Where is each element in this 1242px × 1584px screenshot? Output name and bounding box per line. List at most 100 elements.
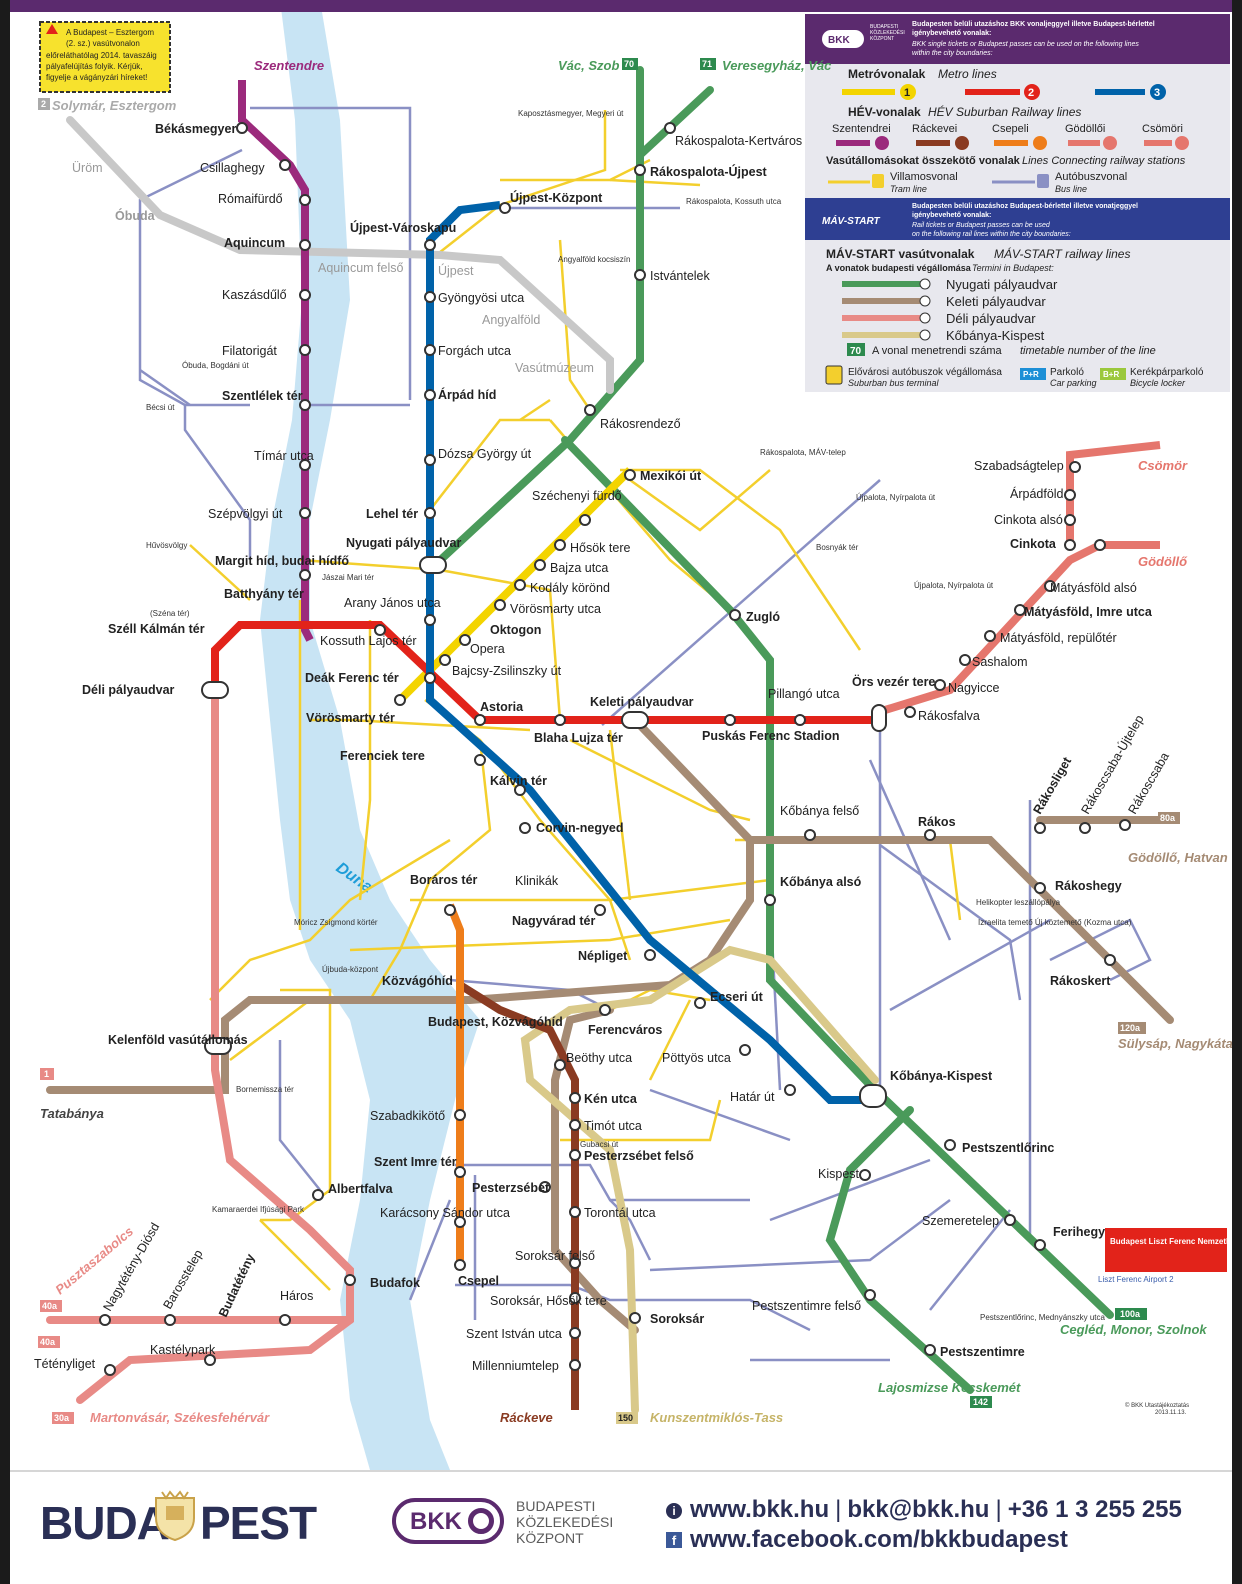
svg-text:within the city boundaries:: within the city boundaries: xyxy=(912,50,993,57)
svg-text:Pöttyös utca: Pöttyös utca xyxy=(662,1051,731,1065)
svg-text:Szentlélek tér: Szentlélek tér xyxy=(222,389,303,403)
svg-text:Rómaifürdő: Rómaifürdő xyxy=(218,192,283,206)
svg-text:Kelenföld vasútállomás: Kelenföld vasútállomás xyxy=(108,1033,248,1047)
station-dots xyxy=(99,122,1131,1376)
svg-text:Pillangó utca: Pillangó utca xyxy=(768,687,840,701)
svg-text:Zugló: Zugló xyxy=(746,610,780,624)
svg-text:Tatabánya: Tatabánya xyxy=(40,1106,104,1121)
svg-text:Nyugati pályaudvar: Nyugati pályaudvar xyxy=(946,277,1058,292)
svg-text:Kálvin tér: Kálvin tér xyxy=(490,774,547,788)
svg-text:előreláthatólag 2014. tavaszái: előreláthatólag 2014. tavaszáig xyxy=(46,51,157,60)
svg-text:Vörösmarty tér: Vörösmarty tér xyxy=(306,711,395,725)
bkk-ring-icon xyxy=(468,1508,494,1534)
svg-text:80a: 80a xyxy=(1160,813,1176,823)
svg-text:Dózsa György út: Dózsa György út xyxy=(438,447,532,461)
extra-labels: Kaposztásmegyer, Megyeri út Rákospalota,… xyxy=(146,109,1174,1322)
svg-text:Nyugati pályaudvar: Nyugati pályaudvar xyxy=(346,536,461,550)
svg-text:Kossuth Lajos tér: Kossuth Lajos tér xyxy=(320,634,417,648)
svg-text:1: 1 xyxy=(904,87,910,99)
budapest-logo-left: BUDA xyxy=(40,1497,170,1549)
svg-text:100a: 100a xyxy=(1120,1309,1141,1319)
svg-text:Békásmegyer: Békásmegyer xyxy=(155,122,236,136)
svg-text:BKK single tickets or Budapest: BKK single tickets or Budapest passes ca… xyxy=(912,41,1139,48)
svg-text:150: 150 xyxy=(618,1413,633,1423)
svg-text:Gödöllői: Gödöllői xyxy=(1065,123,1105,135)
svg-text:Szentendre: Szentendre xyxy=(254,58,324,73)
svg-text:Metróvonalak: Metróvonalak xyxy=(848,67,926,81)
svg-text:B+R: B+R xyxy=(1103,370,1119,379)
facebook-link[interactable]: www.facebook.com/bkkbudapest xyxy=(690,1526,1068,1553)
svg-text:(Széna tér): (Széna tér) xyxy=(150,609,190,618)
svg-text:Hűvösvölgy: Hűvösvölgy xyxy=(146,541,187,550)
svg-text:Déli pályaudvar: Déli pályaudvar xyxy=(82,683,175,697)
svg-text:Soroksár, Hősök tere: Soroksár, Hősök tere xyxy=(490,1294,607,1308)
svg-text:Bécsi út: Bécsi út xyxy=(146,403,175,412)
transit-map: Duna xyxy=(34,0,1232,1470)
svg-text:Háros: Háros xyxy=(280,1289,313,1303)
svg-text:Újpest-Központ: Újpest-Központ xyxy=(510,190,603,205)
svg-text:Bicycle locker: Bicycle locker xyxy=(1130,378,1186,388)
svg-text:Rail tickets or Budapest passe: Rail tickets or Budapest passes can be u… xyxy=(912,222,1051,229)
svg-text:Margit híd, budai hídfő: Margit híd, budai hídfő xyxy=(215,554,349,568)
svg-text:Vörösmarty utca: Vörösmarty utca xyxy=(510,602,601,616)
svg-text:Cinkota alsó: Cinkota alsó xyxy=(994,513,1063,527)
svg-text:Szabadságtelep: Szabadságtelep xyxy=(974,459,1064,473)
legend-mav-logo: MÁV-START xyxy=(822,214,880,227)
svg-text:Cegléd, Monor, Szolnok: Cegléd, Monor, Szolnok xyxy=(1060,1322,1207,1337)
svg-text:Solymár, Esztergom: Solymár, Esztergom xyxy=(52,98,177,113)
legend-bkk-logo: BKK xyxy=(828,35,850,46)
svg-text:120a: 120a xyxy=(1120,1023,1141,1033)
svg-text:KÖZPONT: KÖZPONT xyxy=(870,35,894,42)
svg-text:igénybevehető vonalak:: igénybevehető vonalak: xyxy=(912,212,991,219)
svg-text:Bornemissza tér: Bornemissza tér xyxy=(236,1085,294,1094)
svg-text:Pestszentimre felső: Pestszentimre felső xyxy=(752,1299,861,1313)
svg-text:Lines Connecting railway stati: Lines Connecting railway stations xyxy=(1022,155,1186,167)
svg-text:Rákosrendező: Rákosrendező xyxy=(600,417,681,431)
svg-text:Oktogon: Oktogon xyxy=(490,623,541,637)
svg-text:Gödöllő: Gödöllő xyxy=(1138,554,1188,569)
svg-text:Mátyásföld alsó: Mátyásföld alsó xyxy=(1050,581,1137,595)
copyright: © BKK Utastájékoztatás xyxy=(1125,1402,1189,1409)
svg-text:Rákospalota, Kossuth utca: Rákospalota, Kossuth utca xyxy=(686,197,782,206)
svg-text:Budapest Liszt Ferenc Nemzetkö: Budapest Liszt Ferenc Nemzetközi Repülőt… xyxy=(1110,1237,1232,1246)
bkk-full-name: BUDAPESTI KÖZLEKEDÉSI KÖZPONT xyxy=(516,1498,614,1546)
svg-text:71: 71 xyxy=(702,59,712,69)
phone-number[interactable]: +36 1 3 255 255 xyxy=(1007,1496,1182,1523)
svg-text:pályafelújítás folyik. Kérjük,: pályafelújítás folyik. Kérjük, xyxy=(46,62,143,71)
footer: BUDA PEST BKK BUDAPESTI KÖZLEKEDÉSI KÖZP… xyxy=(10,1470,1232,1584)
svg-text:Filatorigát: Filatorigát xyxy=(222,344,277,358)
info-icon: i xyxy=(666,1503,682,1519)
svg-text:Pesterzsébet felső: Pesterzsébet felső xyxy=(584,1149,694,1163)
svg-text:Soroksár felső: Soroksár felső xyxy=(515,1249,595,1263)
svg-text:Mátyásföld, repülőtér: Mátyásföld, repülőtér xyxy=(1000,631,1117,645)
svg-text:Lehel tér: Lehel tér xyxy=(366,507,418,521)
svg-text:Veresegyház, Vác: Veresegyház, Vác xyxy=(722,58,832,73)
svg-text:Timót utca: Timót utca xyxy=(584,1119,642,1133)
svg-text:Ferenciek tere: Ferenciek tere xyxy=(340,749,425,763)
svg-text:Kőbánya alsó: Kőbánya alsó xyxy=(780,875,862,889)
svg-text:Rákospalota-Újpest: Rákospalota-Újpest xyxy=(650,164,768,179)
svg-text:Hősök tere: Hősök tere xyxy=(570,541,630,555)
svg-text:timetable number of the line: timetable number of the line xyxy=(1020,345,1156,357)
website-link[interactable]: www.bkk.hu xyxy=(690,1496,830,1523)
svg-text:Ráckeve: Ráckeve xyxy=(500,1410,553,1425)
svg-text:Déli pályaudvar: Déli pályaudvar xyxy=(946,311,1036,326)
legend-panel: BKK BUDAPESTI KÖZLEKEDÉSI KÖZPONT Budape… xyxy=(805,14,1230,392)
svg-text:Karácsony Sándor utca: Karácsony Sándor utca xyxy=(380,1206,510,1220)
svg-text:Autóbuszvonal: Autóbuszvonal xyxy=(1055,171,1127,183)
svg-text:Villamosvonal: Villamosvonal xyxy=(890,171,958,183)
email-link[interactable]: bkk@bkk.hu xyxy=(847,1496,990,1523)
bkk-logo: BKK xyxy=(392,1498,504,1544)
svg-text:Sülysáp, Nagykáta, Szolnok: Sülysáp, Nagykáta, Szolnok xyxy=(1118,1036,1232,1051)
svg-text:Csömöri: Csömöri xyxy=(1142,123,1183,135)
svg-text:A vonal menetrendi száma: A vonal menetrendi száma xyxy=(872,345,1003,357)
svg-text:Rákospalota, MÁV-telep: Rákospalota, MÁV-telep xyxy=(760,448,846,457)
svg-text:Szépvölgyi út: Szépvölgyi út xyxy=(208,507,283,521)
svg-text:Angyalföld: Angyalföld xyxy=(482,313,540,327)
svg-text:Mexikói út: Mexikói út xyxy=(640,469,702,483)
svg-text:Széll Kálmán tér: Széll Kálmán tér xyxy=(108,622,205,636)
svg-text:Nagyicce: Nagyicce xyxy=(948,681,999,695)
svg-text:40a: 40a xyxy=(40,1337,56,1347)
svg-text:Torontál utca: Torontál utca xyxy=(584,1206,656,1220)
